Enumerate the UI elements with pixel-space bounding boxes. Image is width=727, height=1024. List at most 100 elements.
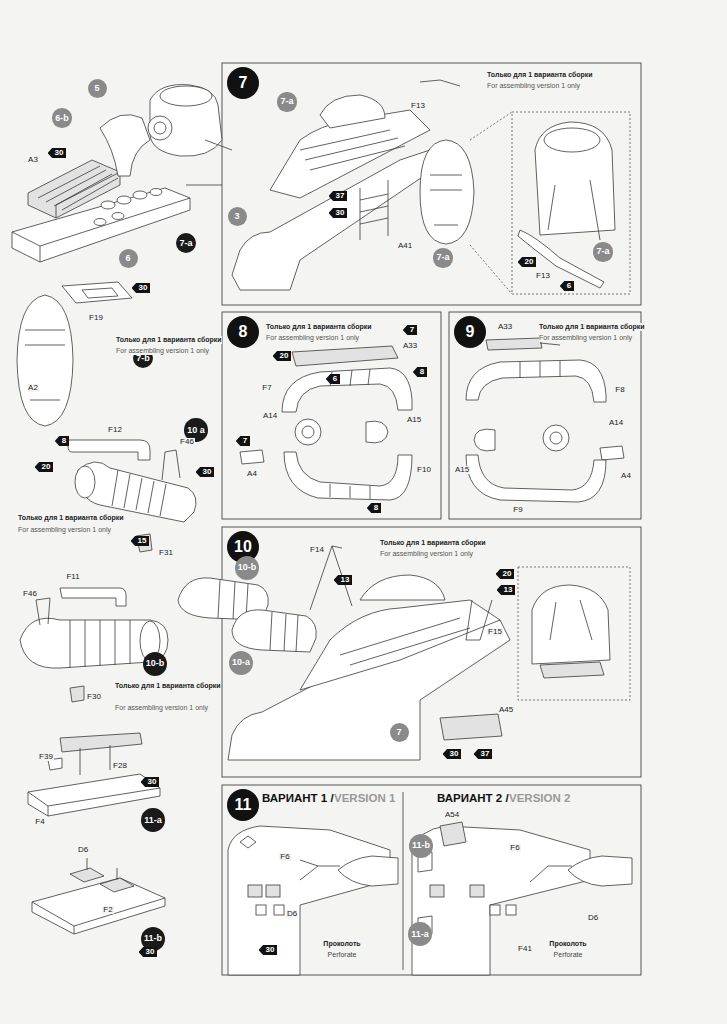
paint-number: 15 bbox=[131, 536, 150, 547]
perforate-note: Проколоть bbox=[323, 940, 360, 948]
callout-text: 7-a bbox=[436, 253, 449, 262]
version-heading: ВАРИАНТ 1 / bbox=[262, 792, 334, 805]
drawing-stroke bbox=[543, 425, 569, 451]
drawing-stroke bbox=[412, 826, 590, 975]
perforate-note: Perforate bbox=[554, 951, 583, 959]
part-number: F4 bbox=[34, 818, 45, 827]
paint-number: 7 bbox=[403, 325, 417, 336]
drawing-stroke bbox=[100, 878, 134, 892]
drawing-stroke bbox=[117, 196, 131, 204]
drawing-stroke bbox=[28, 160, 120, 218]
subassembly-marker: 7-a bbox=[176, 233, 196, 253]
part-callout: 7-a bbox=[277, 92, 296, 111]
drawing-stroke bbox=[240, 450, 264, 464]
drawing-stroke bbox=[518, 230, 604, 288]
callout-text: 5 bbox=[94, 84, 99, 93]
drawing-stroke bbox=[544, 128, 600, 152]
drawing-stroke bbox=[518, 567, 630, 700]
part-number: A33 bbox=[402, 342, 418, 351]
drawing-stroke bbox=[420, 80, 460, 86]
perforate-note: Проколоть bbox=[549, 940, 586, 948]
drawing-stroke bbox=[403, 792, 404, 970]
drawing-stroke bbox=[449, 312, 641, 519]
drawing-stroke bbox=[302, 426, 314, 438]
version-note: For assembling version 1 only bbox=[18, 526, 111, 534]
version-note: Только для 1 варианта сборки bbox=[18, 514, 124, 522]
drawing-stroke bbox=[240, 836, 256, 848]
drawing-stroke bbox=[466, 455, 606, 502]
step-number: 9 bbox=[454, 316, 486, 348]
drawing-stroke bbox=[154, 122, 166, 134]
part-number: F9 bbox=[512, 506, 523, 515]
part-number: F6 bbox=[279, 853, 290, 862]
drawing-stroke bbox=[112, 470, 166, 516]
part-number: F8 bbox=[614, 386, 625, 395]
drawing-stroke bbox=[440, 714, 502, 740]
drawing-stroke bbox=[80, 745, 110, 775]
part-number: F39 bbox=[38, 753, 54, 762]
drawing-stroke bbox=[222, 63, 641, 305]
drawing-stroke bbox=[78, 462, 196, 522]
part-number: A33 bbox=[497, 323, 513, 332]
drawing-stroke bbox=[87, 858, 117, 880]
drawing-stroke bbox=[430, 175, 462, 225]
drawing-stroke bbox=[568, 856, 632, 886]
paint-number: 20 bbox=[35, 462, 54, 473]
callout-text: 7-a bbox=[179, 239, 192, 248]
drawing-stroke bbox=[60, 588, 126, 606]
part-number: F41 bbox=[517, 945, 533, 954]
drawing-stroke bbox=[506, 905, 516, 915]
drawing-stroke bbox=[36, 598, 50, 625]
paint-number: 30 bbox=[139, 947, 158, 958]
paint-number: 13 bbox=[497, 585, 516, 596]
version-note: For assembling version 1 only bbox=[116, 347, 209, 355]
part-number: F12 bbox=[107, 426, 123, 435]
drawing-stroke bbox=[32, 878, 165, 934]
callout-text: 11-b bbox=[144, 934, 162, 943]
drawing-stroke bbox=[148, 116, 172, 140]
drawing-stroke bbox=[282, 368, 412, 412]
drawing-stroke bbox=[75, 466, 95, 498]
drawing-stroke bbox=[284, 452, 412, 500]
part-number: F10 bbox=[416, 466, 432, 475]
drawing-stroke bbox=[466, 360, 606, 402]
drawing-stroke bbox=[38, 166, 120, 218]
drawing-stroke bbox=[70, 620, 130, 668]
drawing-stroke bbox=[535, 122, 615, 235]
drawing-stroke bbox=[360, 575, 445, 600]
part-callout: 11-b bbox=[409, 834, 433, 858]
part-number: A4 bbox=[246, 470, 258, 479]
drawing-stroke bbox=[550, 600, 592, 640]
drawing-stroke bbox=[232, 610, 316, 652]
part-number: A15 bbox=[406, 416, 422, 425]
part-number: F7 bbox=[261, 384, 272, 393]
version-note: Только для 1 варианта сборки bbox=[266, 323, 372, 331]
callout-text: 6 bbox=[125, 254, 130, 263]
drawing-stroke bbox=[548, 180, 600, 240]
perforate-note: Perforate bbox=[328, 951, 357, 959]
step-number: 11 bbox=[227, 789, 259, 821]
drawing-stroke bbox=[68, 440, 150, 460]
drawing-stroke bbox=[300, 866, 340, 880]
drawing-stroke bbox=[256, 905, 266, 915]
part-number: A4 bbox=[620, 472, 632, 481]
part-number: A14 bbox=[608, 419, 624, 428]
version-heading: ВАРИАНТ 2 / bbox=[437, 792, 509, 805]
part-number: D6 bbox=[587, 914, 599, 923]
callout-text: 10-b bbox=[238, 563, 257, 572]
paint-number: 13 bbox=[334, 575, 353, 586]
drawing-stroke bbox=[228, 826, 390, 975]
part-number: A41 bbox=[397, 242, 413, 251]
paint-number: 30 bbox=[196, 467, 215, 478]
callout-text: 6-b bbox=[55, 114, 69, 123]
drawing-stroke bbox=[28, 774, 160, 816]
drawing-stroke bbox=[420, 140, 474, 244]
part-callout: 10-b bbox=[235, 556, 260, 581]
drawing-stroke bbox=[300, 130, 405, 170]
drawing-stroke bbox=[540, 662, 604, 678]
drawing-stroke bbox=[295, 419, 321, 445]
part-number: A3 bbox=[27, 156, 39, 165]
part-callout: 5 bbox=[88, 79, 107, 98]
